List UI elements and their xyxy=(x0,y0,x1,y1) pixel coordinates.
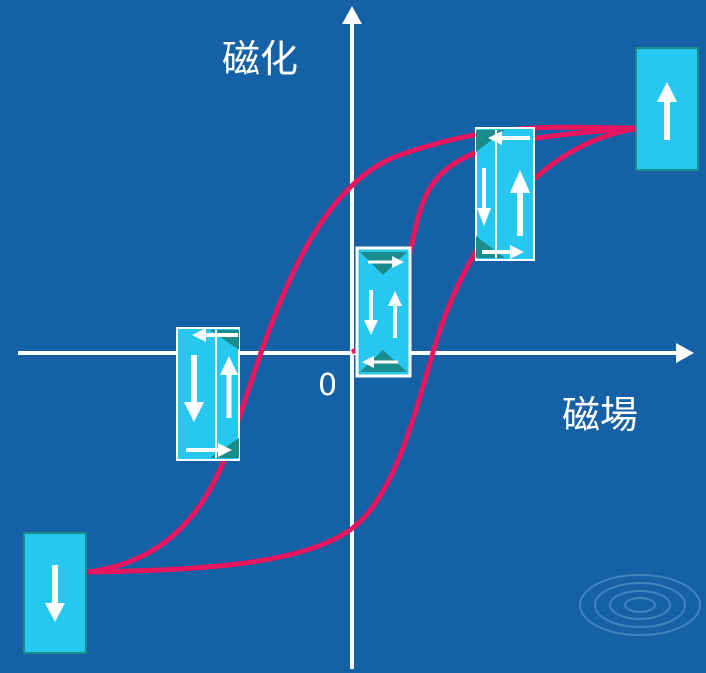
positive-saturation-domain xyxy=(635,47,699,171)
arrow-up-icon xyxy=(657,82,677,140)
y-axis xyxy=(342,6,362,669)
water-ripple-icon xyxy=(579,574,701,636)
arrow-right-icon xyxy=(482,245,524,259)
arrow-left-icon xyxy=(488,131,530,145)
arrow-up-icon xyxy=(510,170,530,236)
arrow-up-icon xyxy=(220,356,238,418)
domain-box-left xyxy=(176,327,240,461)
x-axis xyxy=(18,343,694,363)
arrow-up-icon xyxy=(388,291,402,338)
arrow-down-icon xyxy=(364,290,378,335)
arrow-right-icon xyxy=(186,443,232,457)
domain-box-right xyxy=(475,127,535,261)
arrow-down-icon xyxy=(477,168,491,226)
arrow-down-icon xyxy=(184,355,204,422)
arrow-left-icon xyxy=(192,328,238,342)
origin-label: 0 xyxy=(318,368,338,403)
y-axis-label: 磁化 xyxy=(222,37,299,81)
domain-box-center xyxy=(355,246,412,378)
x-axis-label: 磁場 xyxy=(562,393,639,437)
arrow-down-icon xyxy=(45,565,65,622)
negative-saturation-domain xyxy=(23,532,87,654)
